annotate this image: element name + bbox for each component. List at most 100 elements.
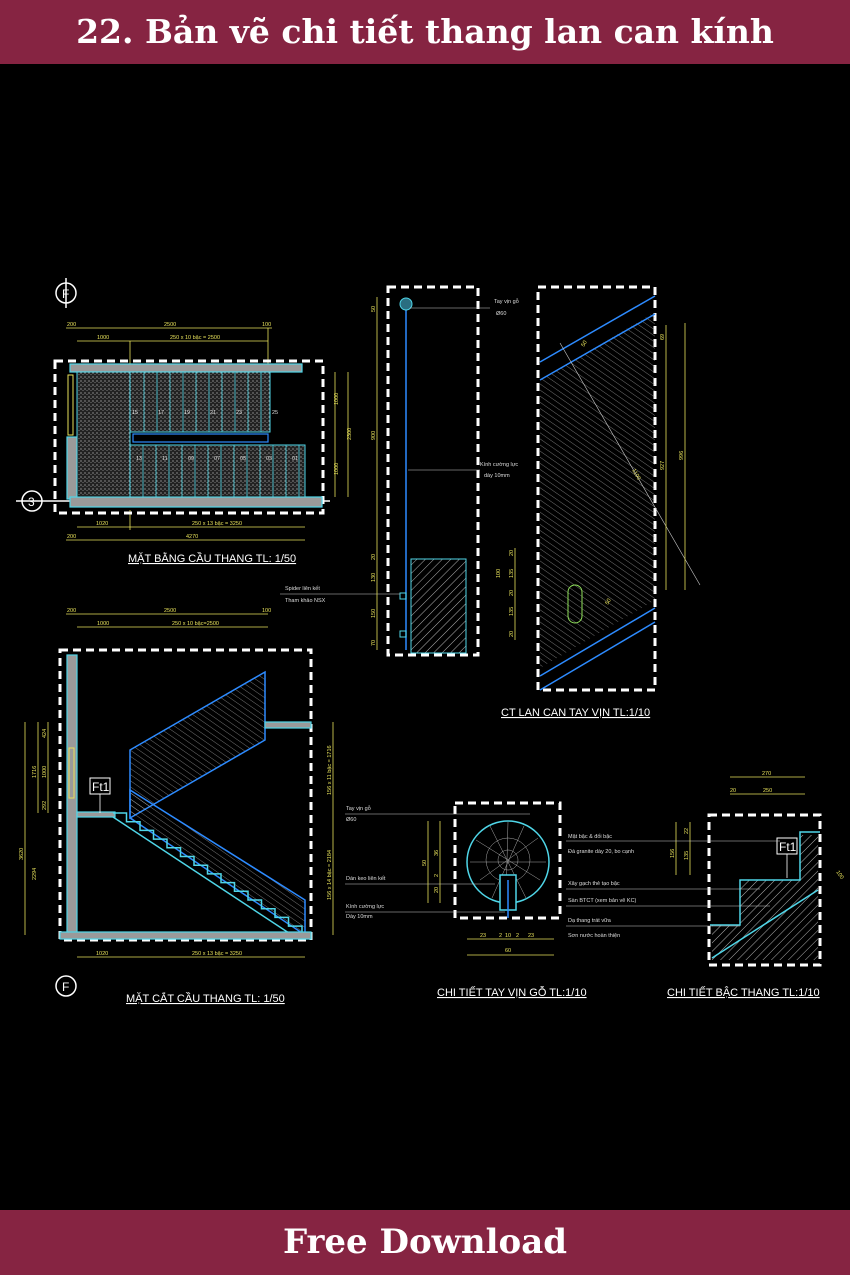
svg-text:2500: 2500 bbox=[164, 608, 176, 614]
svg-text:20: 20 bbox=[509, 631, 515, 637]
svg-text:250 x 10 bậc=2500: 250 x 10 bậc=2500 bbox=[172, 621, 219, 627]
railing-side-frame bbox=[386, 285, 480, 657]
section-ground-slab bbox=[59, 931, 312, 940]
svg-text:69: 69 bbox=[660, 334, 666, 340]
plan-dimensions: 200 2500 100 1000 250 x 10 bậc = 2500 10… bbox=[66, 322, 353, 541]
svg-text:1020: 1020 bbox=[96, 951, 108, 957]
svg-text:20: 20 bbox=[509, 590, 515, 596]
svg-text:20: 20 bbox=[371, 554, 377, 560]
svg-text:250 x 13 bậc = 3250: 250 x 13 bậc = 3250 bbox=[192, 951, 242, 957]
svg-text:2: 2 bbox=[516, 933, 519, 939]
svg-text:927: 927 bbox=[660, 461, 666, 470]
handrail-frame bbox=[453, 801, 562, 920]
svg-text:22: 22 bbox=[684, 828, 690, 834]
svg-text:1000: 1000 bbox=[97, 621, 109, 627]
svg-text:200: 200 bbox=[67, 608, 76, 614]
svg-text:996: 996 bbox=[679, 451, 685, 460]
section-landing bbox=[76, 811, 116, 818]
free-download-label: Free Download bbox=[282, 1222, 568, 1262]
svg-text:03: 03 bbox=[266, 456, 272, 462]
plan-wall-left bbox=[66, 436, 78, 500]
svg-text:1716: 1716 bbox=[32, 766, 38, 778]
svg-text:1000: 1000 bbox=[334, 393, 340, 405]
step-tag-ft1: Ft1 bbox=[776, 837, 798, 878]
svg-text:36: 36 bbox=[434, 850, 440, 856]
svg-text:250 x 13 bậc = 3250: 250 x 13 bậc = 3250 bbox=[192, 521, 242, 527]
svg-text:1020: 1020 bbox=[96, 521, 108, 527]
section-top-slab bbox=[264, 721, 312, 729]
handrail-section bbox=[399, 297, 413, 311]
svg-text:23: 23 bbox=[236, 410, 242, 416]
free-download-button[interactable]: Free Download bbox=[0, 1210, 850, 1275]
plan-title: MẶT BẰNG CẦU THANG TL: 1/50 bbox=[128, 552, 296, 565]
plan-upper-flight bbox=[129, 371, 271, 433]
plan-landing bbox=[76, 371, 131, 498]
upper-flight-glass bbox=[129, 670, 266, 820]
svg-text:21: 21 bbox=[210, 410, 216, 416]
svg-text:Xây gạch thẻ tạo bậc: Xây gạch thẻ tạo bậc bbox=[568, 881, 620, 887]
svg-text:100: 100 bbox=[496, 569, 502, 578]
svg-text:Tay vịn gỗ: Tay vịn gỗ bbox=[494, 298, 519, 305]
svg-text:1100: 1100 bbox=[630, 468, 641, 481]
svg-text:100: 100 bbox=[834, 870, 844, 881]
svg-text:50: 50 bbox=[371, 306, 377, 312]
svg-text:Tham khảo NSX: Tham khảo NSX bbox=[285, 598, 326, 604]
svg-text:Dán keo liên kết: Dán keo liên kết bbox=[346, 876, 386, 882]
svg-text:156 x 14 bậc = 2184: 156 x 14 bậc = 2184 bbox=[327, 850, 333, 900]
svg-text:11: 11 bbox=[162, 456, 168, 462]
railing-glass-hatch bbox=[540, 312, 655, 668]
svg-text:Ø60: Ø60 bbox=[496, 311, 506, 317]
svg-text:Mặt bậc & đối bậc: Mặt bậc & đối bậc bbox=[568, 834, 612, 840]
svg-text:250 x 10 bậc = 2500: 250 x 10 bậc = 2500 bbox=[170, 335, 220, 341]
svg-text:10: 10 bbox=[505, 933, 511, 939]
axis-marker-f-section: F bbox=[55, 975, 77, 997]
step-detail-title: CHI TIẾT BẬC THANG TL:1/10 bbox=[667, 986, 820, 999]
svg-text:2500: 2500 bbox=[164, 322, 176, 328]
handrail-detail-drawing: Tay vịn gỗ Ø60 Dán keo liên kết Kính cườ… bbox=[345, 801, 587, 999]
svg-text:Ft1: Ft1 bbox=[92, 780, 110, 794]
svg-text:07: 07 bbox=[214, 456, 220, 462]
svg-text:Ø60: Ø60 bbox=[346, 817, 356, 823]
svg-text:17: 17 bbox=[158, 410, 164, 416]
svg-text:156: 156 bbox=[670, 849, 676, 858]
svg-text:70: 70 bbox=[371, 640, 377, 646]
title-banner: 22. Bản vẽ chi tiết thang lan can kính bbox=[0, 0, 850, 64]
plan-window bbox=[67, 374, 74, 436]
svg-text:2300: 2300 bbox=[347, 428, 353, 440]
section-title: MẶT CẮT CẦU THANG TL: 1/50 bbox=[126, 992, 285, 1005]
svg-text:Kính cường lực: Kính cường lực bbox=[480, 462, 518, 468]
svg-text:150: 150 bbox=[371, 609, 377, 618]
svg-text:20: 20 bbox=[730, 788, 736, 794]
svg-text:Sơn nước hoàn thiện: Sơn nước hoàn thiện bbox=[568, 933, 620, 939]
svg-text:2: 2 bbox=[499, 933, 502, 939]
svg-text:23: 23 bbox=[528, 933, 534, 939]
plan-wall-top bbox=[69, 363, 303, 373]
svg-text:Sàn BTCT (xem bản vẽ KC): Sàn BTCT (xem bản vẽ KC) bbox=[568, 898, 637, 904]
plan-lower-flight bbox=[129, 444, 306, 498]
svg-text:3620: 3620 bbox=[19, 848, 25, 860]
svg-text:Ft1: Ft1 bbox=[779, 840, 797, 854]
svg-text:01: 01 bbox=[292, 456, 298, 462]
svg-text:50: 50 bbox=[422, 860, 428, 866]
svg-text:Tay vịn gỗ: Tay vịn gỗ bbox=[346, 805, 371, 812]
svg-text:25: 25 bbox=[272, 410, 278, 416]
svg-text:900: 900 bbox=[371, 431, 377, 440]
svg-text:dày 10mm: dày 10mm bbox=[484, 473, 510, 479]
svg-text:4270: 4270 bbox=[186, 534, 198, 540]
plan-step-numbers: 15 17 19 21 23 25 13 11 09 07 05 03 01 bbox=[132, 410, 298, 462]
svg-text:100: 100 bbox=[262, 608, 271, 614]
svg-text:Dạ thang trát vữa: Dạ thang trát vữa bbox=[568, 918, 612, 924]
stair-plan-drawing: F 3 200 2500 100 1000 250 x 10 bậc = 250… bbox=[16, 278, 353, 565]
railing-detail-drawing: Tay vịn gỗ Ø60 Kính cường lực dày 10mm S… bbox=[280, 285, 701, 719]
svg-text:1000: 1000 bbox=[42, 766, 48, 778]
svg-text:Spider liên kết: Spider liên kết bbox=[285, 586, 320, 592]
svg-text:1000: 1000 bbox=[334, 463, 340, 475]
step-detail-drawing: 270 20 250 Ft1 22 156 135 100 Mặt bậc & … bbox=[566, 771, 845, 999]
svg-text:09: 09 bbox=[188, 456, 194, 462]
svg-text:2294: 2294 bbox=[32, 868, 38, 880]
section-tag-ft1: Ft1 bbox=[89, 777, 111, 813]
svg-text:135: 135 bbox=[509, 607, 515, 616]
svg-text:250: 250 bbox=[763, 788, 772, 794]
stair-section-drawing: 200 2500 100 1000 250 x 10 bậc=2500 Ft1 … bbox=[19, 608, 334, 1005]
